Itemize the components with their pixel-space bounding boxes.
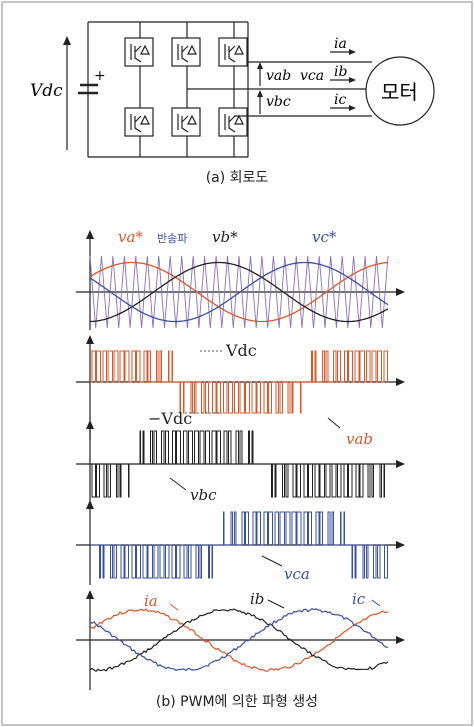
vbc-panel-waveform xyxy=(90,430,388,498)
vbc-panel-x-arrowhead xyxy=(396,460,405,468)
ib-label: ib xyxy=(334,64,347,80)
vb-ref-label: vb* xyxy=(212,228,238,246)
vca-wave-label: vca xyxy=(284,565,310,583)
current-wave-c xyxy=(89,607,388,672)
motor-circle xyxy=(365,56,435,126)
vca-pointer xyxy=(261,555,283,567)
motor-label: 모터 xyxy=(381,80,418,104)
ib-pointer xyxy=(267,599,285,609)
ia-pointer xyxy=(169,603,179,611)
vbc-label: vbc xyxy=(266,94,291,110)
vca-panel-x-arrowhead xyxy=(396,541,405,549)
ic-label: ic xyxy=(334,92,346,108)
carrier-wave xyxy=(89,255,389,329)
circuit-diagram xyxy=(63,21,435,158)
current-panel-y-arrowhead xyxy=(86,590,94,599)
ic-pointer xyxy=(371,599,381,607)
current-wave-a xyxy=(89,608,389,672)
ref-panel-y-arrowhead xyxy=(86,230,94,239)
vab-pointer xyxy=(327,417,341,429)
inverter-legs xyxy=(124,22,249,157)
pwm-plots xyxy=(76,230,405,690)
vab-label: vab xyxy=(266,68,291,84)
carrier-label: 반송파 xyxy=(157,232,187,245)
pwm-caption: (b) PWM에 의한 파형 생성 xyxy=(156,694,318,710)
vbc-wave-label: vbc xyxy=(190,486,217,504)
vab-panel-waveform xyxy=(90,350,388,414)
vbc-pointer xyxy=(169,477,187,491)
ia-wave-label: ia xyxy=(144,592,158,610)
reference-wave-a xyxy=(89,261,389,323)
vab-wave-label: vab xyxy=(346,430,373,448)
ib-wave-label: ib xyxy=(250,590,264,608)
vdc-arrowhead xyxy=(63,36,71,45)
current-panel-x-arrowhead xyxy=(396,636,405,644)
vdc-pos-label: Vdc xyxy=(225,341,257,360)
vca-panel-y-arrowhead xyxy=(86,500,94,509)
vab-panel-x-arrowhead xyxy=(396,378,405,386)
vdc-label: Vdc xyxy=(30,81,63,101)
vca-label: vca xyxy=(300,68,324,84)
ia-label: ia xyxy=(334,36,347,52)
circuit-caption: (a) 회로도 xyxy=(206,170,269,186)
vbc-panel-y-arrowhead xyxy=(86,420,94,429)
reference-wave-b xyxy=(89,261,389,323)
ref-panel-x-arrowhead xyxy=(396,288,405,296)
va-ref-label: va* xyxy=(118,228,143,246)
plus-sign: + xyxy=(94,68,106,84)
vc-ref-label: vc* xyxy=(312,228,337,246)
ic-wave-label: ic xyxy=(352,590,366,608)
vdc-neg-label: −Vdc xyxy=(148,409,192,428)
reference-wave-c xyxy=(89,261,389,323)
vca-panel-waveform xyxy=(90,511,388,579)
vab-panel-y-arrowhead xyxy=(86,335,94,344)
